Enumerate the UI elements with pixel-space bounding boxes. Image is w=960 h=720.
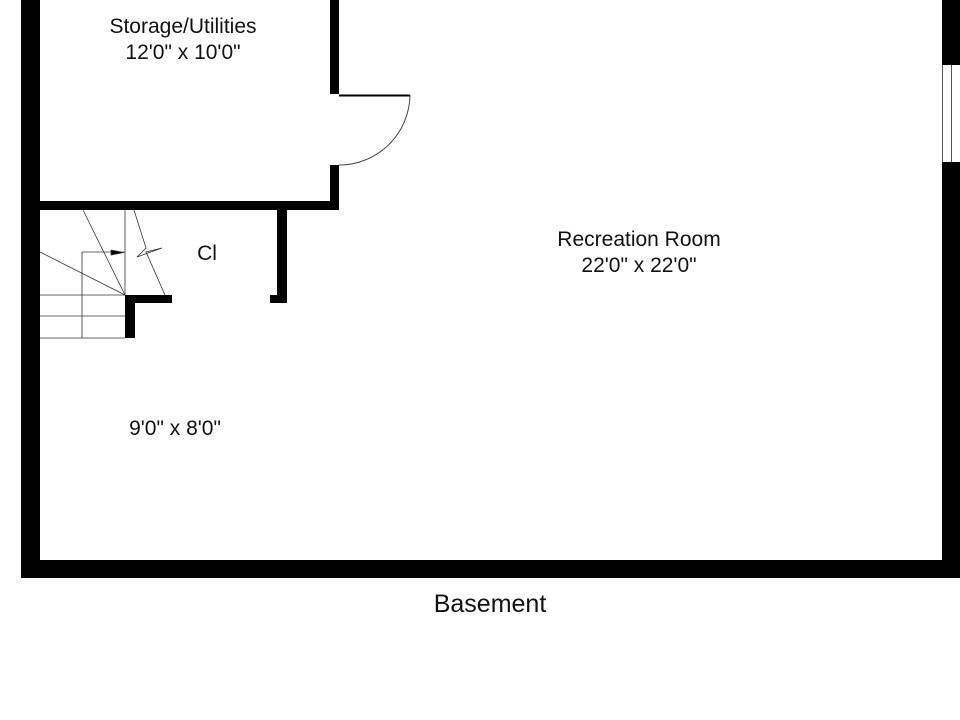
stair-wall-side xyxy=(125,295,135,338)
closet-wall-stub xyxy=(270,295,287,303)
staircase xyxy=(39,209,166,339)
floor-label: Basement xyxy=(433,590,547,618)
storage-bottom-wall xyxy=(40,201,339,210)
closet-right-wall xyxy=(277,210,287,303)
window xyxy=(942,65,952,162)
room-size: 22'0" x 22'0" xyxy=(581,254,697,277)
room-name: Storage/Utilities xyxy=(109,15,257,38)
storage-utilities-label: Storage/Utilities 12'0" x 10'0" xyxy=(109,14,256,66)
bottom-wall xyxy=(21,560,960,578)
room-size: 12'0" x 10'0" xyxy=(125,41,241,64)
recreation-room-label: Recreation Room 22'0" x 22'0" xyxy=(557,227,720,279)
right-wall-lower xyxy=(942,162,960,560)
stair-wall-top xyxy=(125,295,172,303)
storage-wall-upper xyxy=(330,0,339,94)
stair-area-size: 9'0" x 8'0" xyxy=(129,417,221,440)
left-wall xyxy=(21,0,40,578)
room-name: Recreation Room xyxy=(557,228,721,251)
closet-label: Cl xyxy=(197,242,217,265)
walls xyxy=(21,0,960,578)
storage-wall-lower xyxy=(330,165,339,210)
door-swing xyxy=(338,94,411,166)
right-wall-upper xyxy=(942,0,960,65)
